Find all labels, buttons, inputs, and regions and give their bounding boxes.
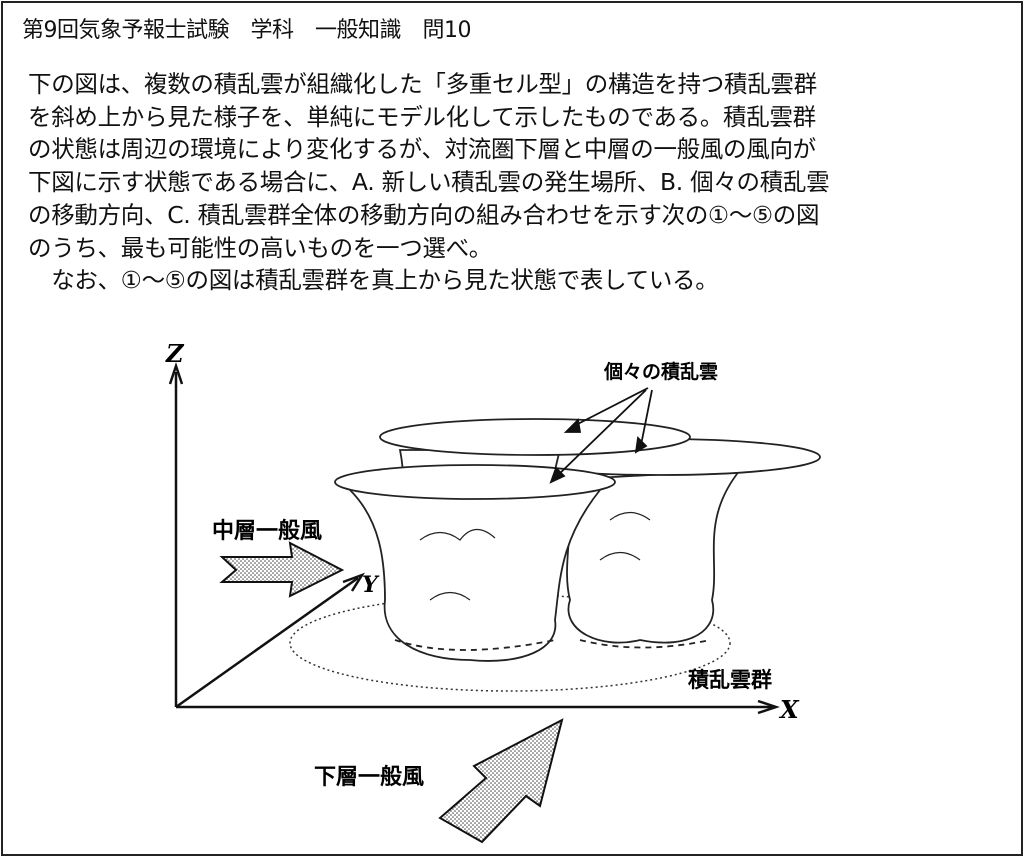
x-axis-label: X: [778, 695, 800, 724]
question-line: 下の図は、複数の積乱雲が組織化した「多重セル型」の構造を持つ積乱雲群: [28, 70, 817, 98]
question-text: 下の図は、複数の積乱雲が組織化した「多重セル型」の構造を持つ積乱雲群 を斜め上か…: [28, 68, 830, 297]
question-line: のうち、最も可能性の高いものを一つ選べ。: [28, 233, 492, 262]
question-line: なお、①～⑤の図は積乱雲群を真上から見た状態で表している。: [28, 266, 719, 295]
question-line: を斜め上から見た様子を、単純にモデル化して示したものである。積乱雲群: [28, 102, 816, 131]
mid-level-wind-label: 中層一般風: [212, 518, 322, 544]
mid-level-wind-arrow: [219, 541, 345, 598]
question-line: 下図に示す状態である場合に、A. 新しい積乱雲の発生場所、B. 個々の積乱雲: [28, 168, 830, 197]
y-axis-label: Y: [362, 572, 380, 598]
low-level-wind-arrow: [438, 718, 564, 844]
cluster-label: 積乱雲群: [688, 667, 772, 692]
pointer-arrows: [549, 387, 653, 484]
z-axis-label: Z: [165, 339, 185, 368]
question-line: の移動方向、C. 積乱雲群全体の移動方向の組み合わせを示す次の①～⑤の図: [28, 200, 820, 229]
page-title: 第9回気象予報士試験 学科 一般知識 問10: [22, 18, 472, 43]
individual-cloud-label: 個々の積乱雲: [603, 360, 718, 383]
cluster-outline: [289, 594, 731, 692]
question-line: の状態は周辺の環境により変化するが、対流圏下層と中層の一般風の風向が: [28, 135, 816, 164]
low-level-wind-label: 下層一般風: [314, 764, 424, 790]
axes: [168, 362, 780, 715]
cloud-cells: [334, 418, 821, 662]
